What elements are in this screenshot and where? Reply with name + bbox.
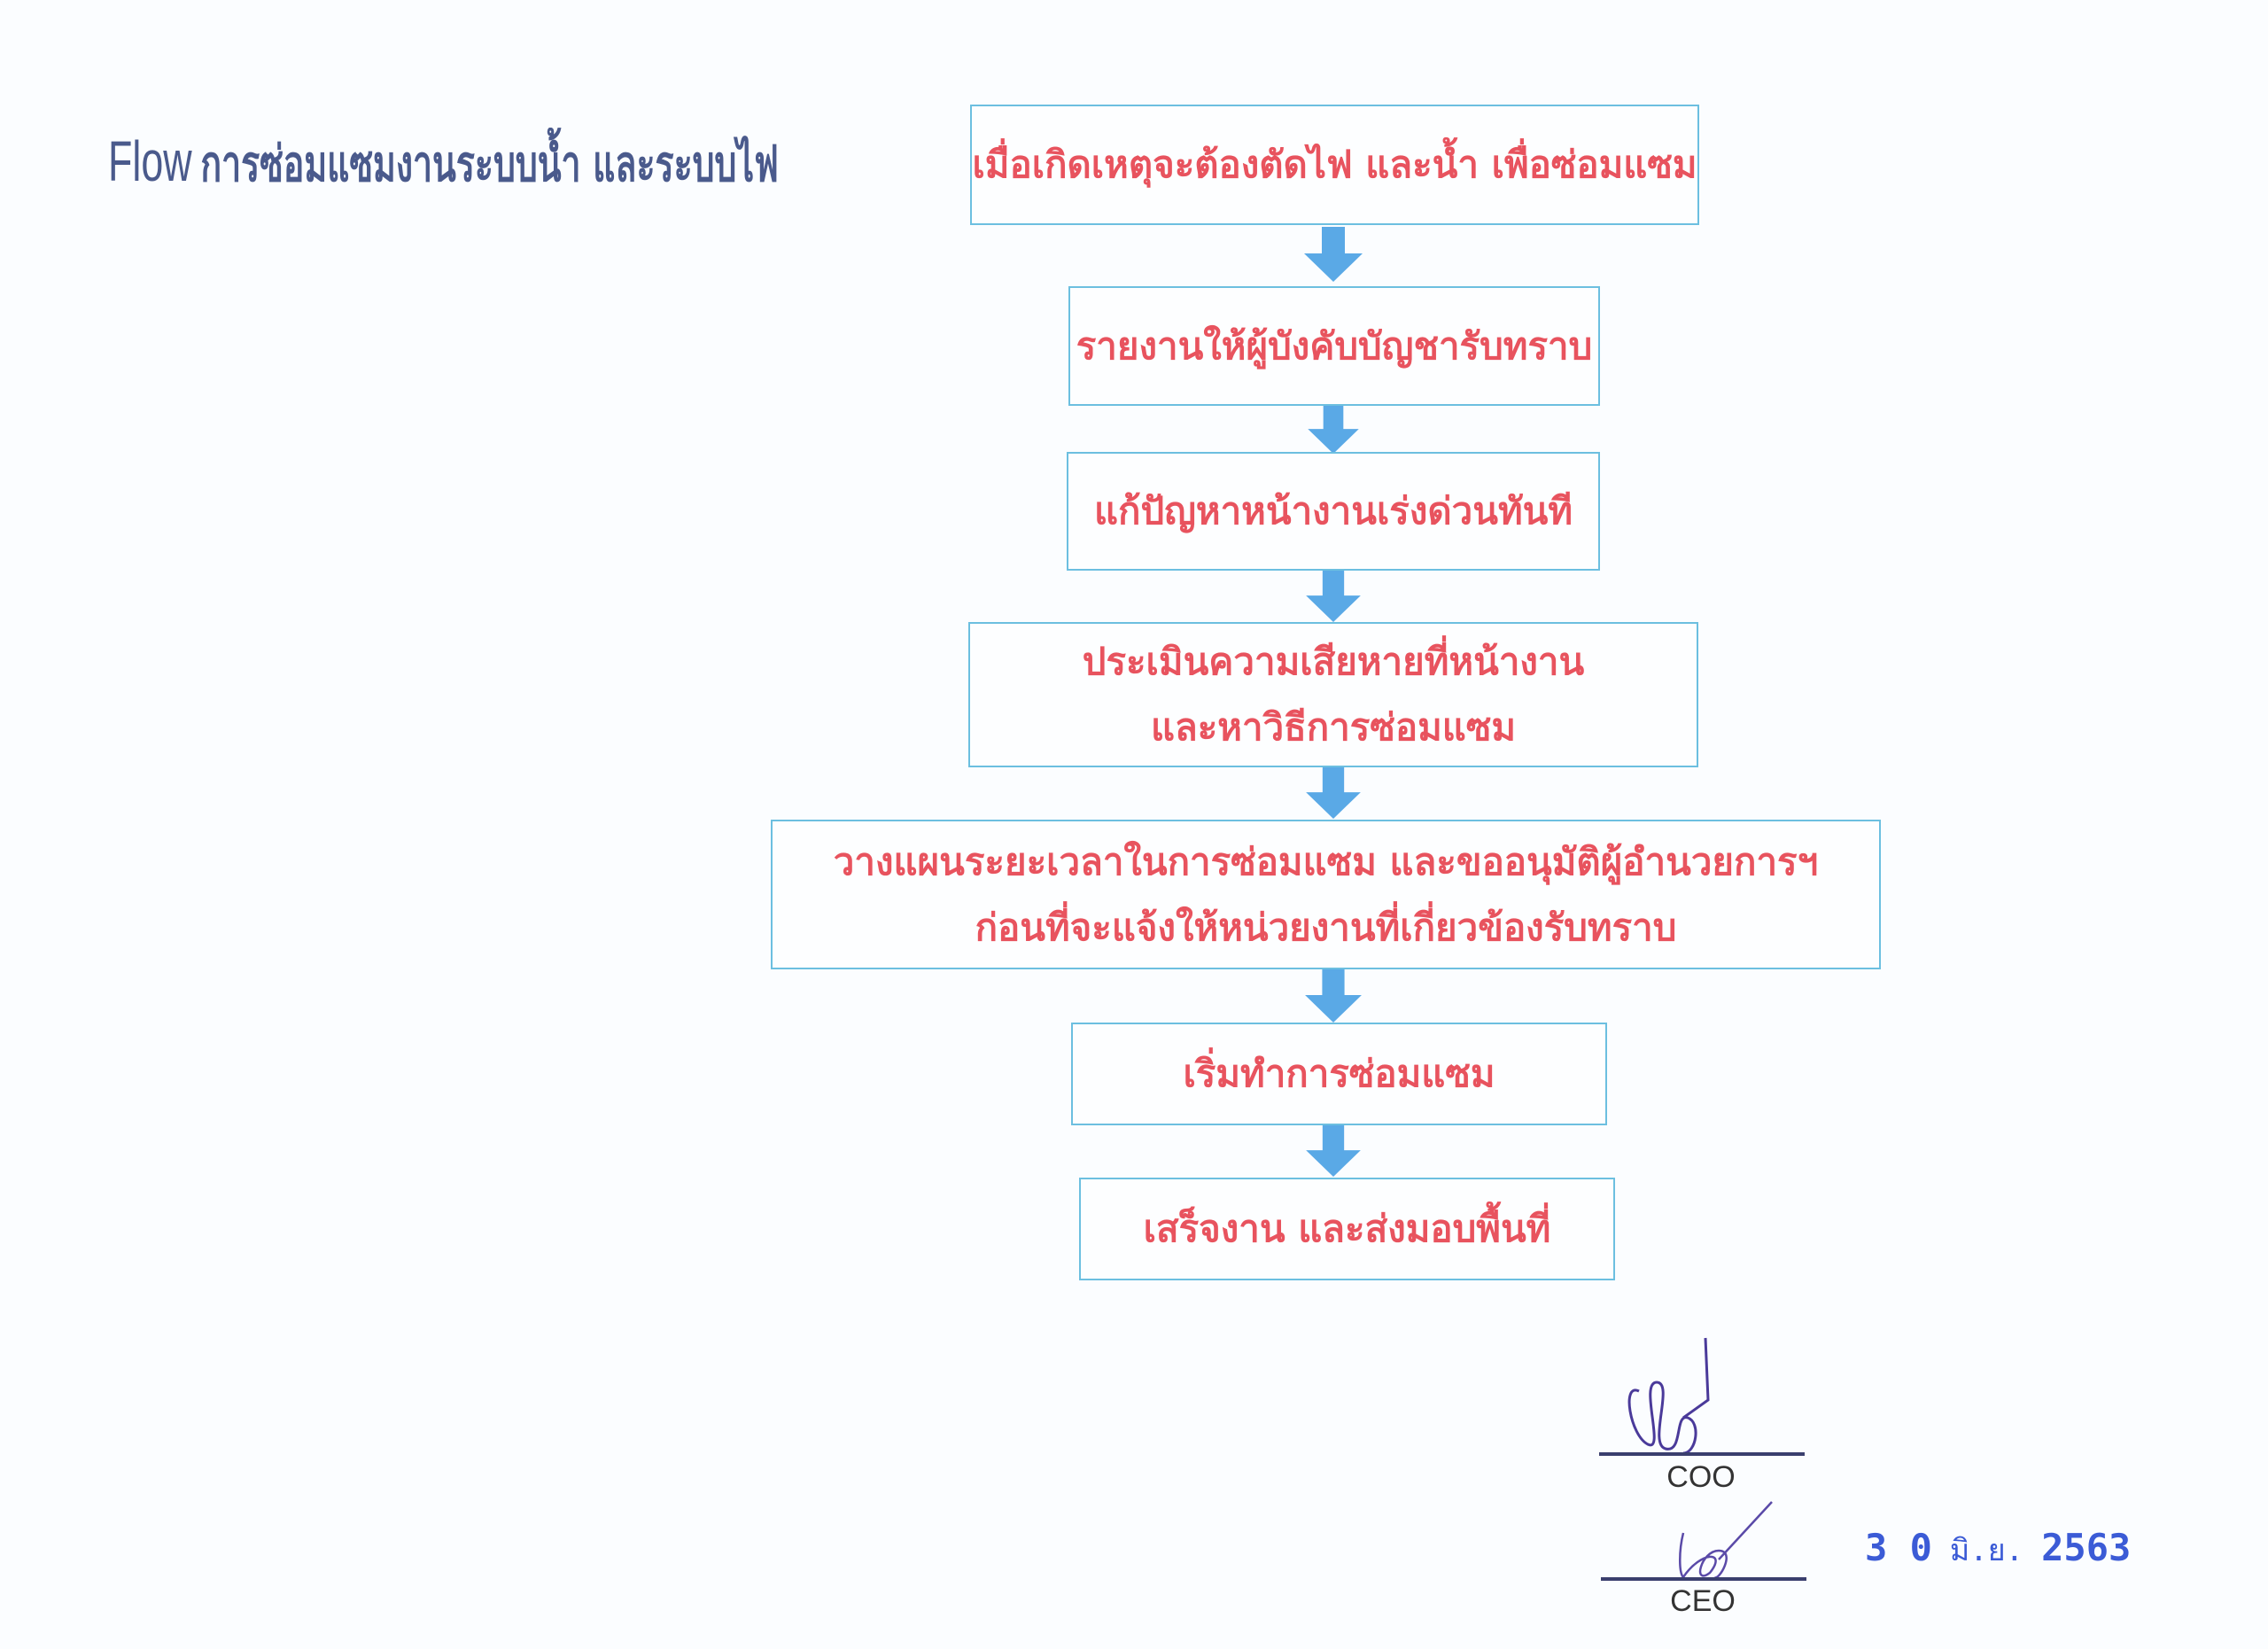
ceo-signature-line <box>1601 1577 1806 1581</box>
date-stamp: 3 0 มิ.ย. 2563 <box>1865 1526 2131 1574</box>
stamp-month: มิ.ย. <box>1949 1533 2024 1568</box>
arrow-down-icon <box>1306 571 1361 622</box>
coo-signature-line <box>1599 1452 1805 1456</box>
flow-step-2: รายงานให้ผู้บังคับบัญชารับทราบ <box>1068 286 1600 406</box>
title-text: การซ่อมแซมงานระบบน้ำ และระบบไฟ <box>200 136 779 193</box>
arrow-down-icon <box>1305 969 1362 1023</box>
step-text: เมื่อเกิดเหตุจะต้องตัดไฟ และน้ำ เพื่อซ่อ… <box>972 143 1697 186</box>
flow-step-1: เมื่อเกิดเหตุจะต้องตัดไฟ และน้ำ เพื่อซ่อ… <box>970 105 1699 225</box>
flow-step-7: เสร็จงาน และส่งมอบพื้นที่ <box>1079 1178 1615 1280</box>
step-text: เสร็จงาน และส่งมอบพื้นที่ <box>1143 1207 1551 1250</box>
arrow-down-icon <box>1306 767 1361 819</box>
stamp-year: 2563 <box>2041 1526 2132 1569</box>
step-text: ก่อนที่จะแจ้งให้หน่วยงานที่เกี่ยวข้องรับ… <box>975 905 1677 949</box>
step-text: รายงานให้ผู้บังคับบัญชารับทราบ <box>1076 323 1593 368</box>
ceo-signature <box>1679 1501 1773 1579</box>
flow-step-5: วางแผนระยะเวลาในการซ่อมแซม และขออนุมัติผ… <box>771 820 1881 969</box>
step-text: ประเมินความเสียหายที่หน้างาน <box>1082 640 1585 683</box>
step-text: แก้ปัญหาหน้างานเร่งด่วนทันที <box>1093 489 1573 533</box>
flow-step-3: แก้ปัญหาหน้างานเร่งด่วนทันที <box>1067 452 1600 571</box>
coo-signature <box>1627 1337 1710 1455</box>
step-text: และหาวิธีการซ่อมแซม <box>1150 705 1517 749</box>
coo-label: COO <box>1666 1460 1736 1494</box>
step-text: เริ่มทำการซ่อมแซม <box>1183 1052 1495 1095</box>
flow-step-4: ประเมินความเสียหายที่หน้างาน และหาวิธีกา… <box>968 622 1698 767</box>
arrow-down-icon <box>1308 406 1359 454</box>
arrow-down-icon <box>1306 1125 1361 1177</box>
flow-step-6: เริ่มทำการซ่อมแซม <box>1071 1023 1607 1125</box>
step-text: วางแผนระยะเวลาในการซ่อมแซม และขออนุมัติผ… <box>833 839 1819 883</box>
arrow-down-icon <box>1304 227 1363 282</box>
ceo-label: CEO <box>1670 1584 1736 1618</box>
stamp-day: 3 0 <box>1865 1526 1932 1569</box>
title-prefix: Flow <box>108 129 192 193</box>
